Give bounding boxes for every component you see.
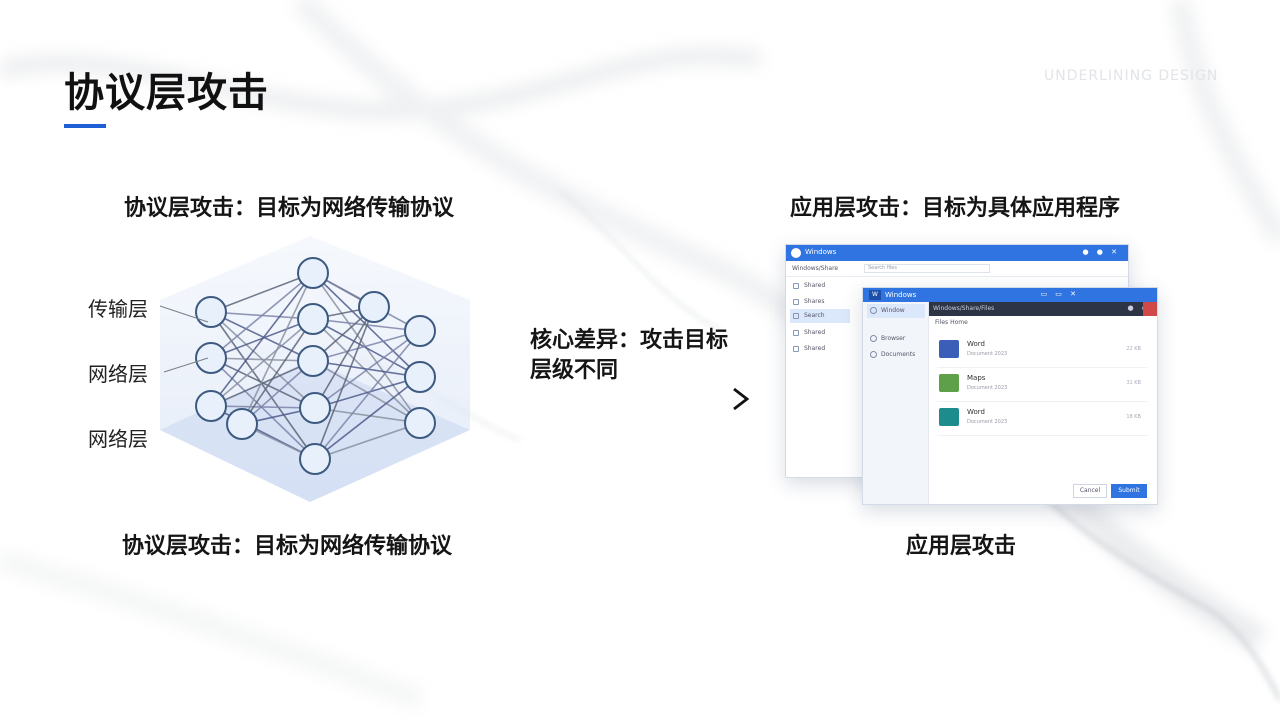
folder-icon bbox=[793, 283, 799, 289]
back-window-titlebar: Windows ● ● ✕ bbox=[786, 245, 1128, 261]
core-difference-text: 核心差异：攻击目标 层级不同 bbox=[530, 326, 750, 386]
network-edge bbox=[314, 306, 375, 409]
core-difference-line-1: 核心差异：攻击目标 bbox=[530, 328, 729, 353]
left-caption-top: 协议层攻击：目标为网络传输协议 bbox=[124, 196, 455, 221]
folder-icon bbox=[793, 346, 799, 352]
back-window-search: Search files bbox=[864, 264, 990, 273]
folder-icon bbox=[793, 330, 799, 336]
browser-icon bbox=[870, 335, 877, 342]
arrow-right-icon bbox=[510, 387, 750, 411]
submit-button: Submit bbox=[1111, 484, 1147, 498]
back-sidebar-item: Shared bbox=[790, 342, 850, 356]
network-edge bbox=[312, 318, 421, 378]
network-edge bbox=[210, 311, 316, 460]
slide-title: 协议层攻击 bbox=[64, 70, 269, 116]
front-window-title: Windows bbox=[885, 291, 917, 299]
network-edge bbox=[314, 330, 421, 409]
network-node bbox=[404, 315, 436, 347]
window-controls-icon: ▭ ▭ ✕ bbox=[1040, 290, 1079, 298]
window-controls-icon: ● ● ✕ bbox=[1082, 248, 1120, 256]
layer-pointer-lines bbox=[159, 305, 209, 373]
front-window-tabs: Files Home bbox=[935, 319, 968, 326]
network-edge bbox=[210, 311, 314, 362]
network-edge bbox=[314, 376, 421, 409]
back-sidebar-item: Shared bbox=[790, 326, 850, 340]
folder-icon bbox=[793, 313, 799, 319]
network-edge bbox=[314, 407, 421, 424]
network-edge bbox=[210, 357, 316, 460]
network-edge bbox=[210, 272, 314, 407]
back-sidebar-item: Shares bbox=[790, 295, 850, 309]
folder-icon bbox=[793, 299, 799, 305]
app-logo-icon: W bbox=[869, 290, 881, 300]
right-caption-bottom: 应用层攻击 bbox=[906, 534, 1017, 559]
front-sidebar-item: Browser bbox=[867, 332, 925, 346]
front-sidebar-item: Window bbox=[867, 304, 925, 318]
left-caption-bottom: 协议层攻击：目标为网络传输协议 bbox=[122, 534, 453, 559]
back-sidebar-item: Shared bbox=[790, 279, 850, 293]
window-icon bbox=[870, 307, 877, 314]
back-window-path: Windows/Share bbox=[792, 265, 839, 272]
maps-file-icon bbox=[939, 374, 959, 392]
file-list-item: Maps Document 2023 31 KB bbox=[937, 368, 1147, 402]
neural-network-illustration bbox=[160, 236, 470, 502]
network-node bbox=[404, 407, 436, 439]
network-edge bbox=[241, 318, 314, 425]
network-edge bbox=[210, 357, 314, 362]
network-node bbox=[299, 443, 331, 475]
app-logo-icon bbox=[791, 248, 801, 258]
word-file-icon bbox=[939, 408, 959, 426]
front-window-sidebar: Window Browser Documents bbox=[863, 302, 929, 504]
file-list-item: Word Document 2023 22 KB bbox=[937, 334, 1147, 368]
network-edge bbox=[314, 306, 375, 460]
network-edge bbox=[314, 376, 421, 460]
network-edge bbox=[312, 330, 421, 362]
right-caption-top: 应用层攻击：目标为具体应用程序 bbox=[790, 196, 1121, 221]
app-window-front: W Windows ▭ ▭ ✕ Window Browser Documents… bbox=[862, 287, 1158, 505]
front-window-path: Windows/Share/Files bbox=[933, 305, 995, 312]
network-edge bbox=[241, 272, 314, 425]
network-edge bbox=[210, 272, 314, 313]
network-edge bbox=[314, 422, 421, 460]
network-edge bbox=[314, 330, 421, 460]
title-underline bbox=[64, 124, 106, 128]
window-controls-icon: ● ● bbox=[1127, 304, 1151, 312]
network-edge bbox=[210, 318, 314, 407]
network-node bbox=[404, 361, 436, 393]
layer-label-network-1: 网络层 bbox=[88, 362, 148, 386]
back-sidebar-item-active: Search bbox=[790, 309, 850, 323]
documents-icon bbox=[870, 351, 877, 358]
network-edge bbox=[210, 405, 316, 409]
front-window-header: Windows/Share/Files ● ● bbox=[929, 302, 1157, 316]
close-icon bbox=[1143, 302, 1157, 316]
network-node bbox=[299, 392, 331, 424]
network-node bbox=[297, 257, 329, 289]
network-edge bbox=[210, 272, 314, 359]
network-node bbox=[358, 291, 390, 323]
network-node bbox=[195, 296, 227, 328]
brand-watermark: UNDERLINING DESIGN bbox=[1044, 68, 1219, 84]
network-node bbox=[297, 345, 329, 377]
network-edge bbox=[210, 360, 314, 407]
file-list-item: Word Document 2023 18 KB bbox=[937, 402, 1147, 436]
front-window-titlebar: W Windows ▭ ▭ ✕ bbox=[863, 288, 1157, 302]
cancel-button: Cancel bbox=[1073, 484, 1107, 498]
network-edge bbox=[312, 360, 421, 378]
network-node bbox=[195, 342, 227, 374]
word-file-icon bbox=[939, 340, 959, 358]
core-difference-line-2: 层级不同 bbox=[530, 358, 619, 383]
network-node bbox=[297, 303, 329, 335]
front-sidebar-item: Documents bbox=[867, 348, 925, 362]
back-window-address-row: Windows/Share Search files bbox=[786, 261, 1128, 277]
network-node bbox=[226, 408, 258, 440]
layer-label-network-2: 网络层 bbox=[88, 427, 148, 451]
layer-label-transport: 传输层 bbox=[88, 297, 148, 321]
network-node bbox=[195, 390, 227, 422]
back-window-title: Windows bbox=[805, 248, 837, 256]
